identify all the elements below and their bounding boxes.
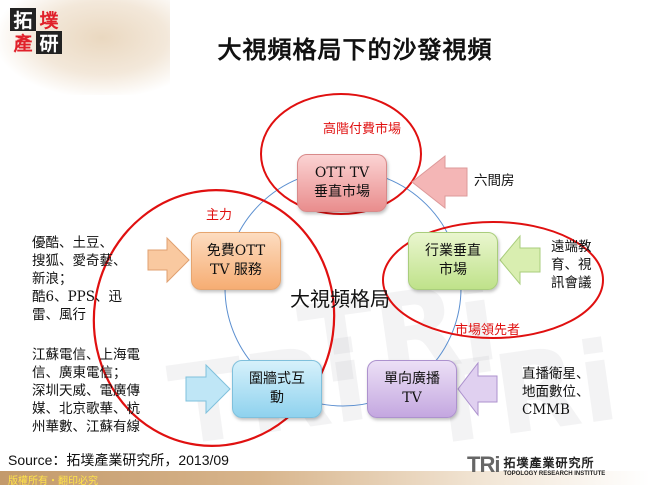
arrow-left-icon [411,154,468,210]
source-line: 育、視 [551,257,592,273]
logo: 拓 墣 產 研 [10,8,62,55]
node-line: 垂直市場 [314,184,370,200]
source-line: 信、廣東電信； [32,365,127,381]
node-line: TV [402,390,422,406]
copyright-text: 版權所有・翻印必究 [8,476,98,487]
node-line: 免費OTT [206,243,266,259]
source-line: 遠端教 [551,239,592,255]
group-ellipse-main [92,189,336,447]
arrow-right-icon [185,363,231,415]
group-ellipse-premium [260,93,422,215]
source-line: 酷6、PPS、迅 [32,289,123,305]
brand-mark-text: TRi [467,452,500,477]
logo-char: 產 [13,33,33,55]
center-label: 大視頻格局 [290,287,390,311]
source-line: 雷、風行 [32,307,86,323]
arrow-right-icon [147,236,190,284]
brand-mark: TRi [467,452,500,478]
source-line: 搜狐、愛奇藝、 [32,253,127,269]
source-line: 深圳天威、電廣傳 [32,383,140,399]
source-line: 訊會議 [551,275,592,291]
group-label-leader: 市場領先者 [455,323,521,338]
node-line: 動 [270,390,284,406]
source-text-industry: 遠端教 育、視 訊會議 [551,238,592,292]
arrow-left-icon [499,234,541,286]
logo-char: 拓 [10,8,36,32]
source-text-free: 優酷、土豆、 搜狐、愛奇藝、 新浪； 酷6、PPS、迅 雷、風行 [32,234,127,324]
source-citation: Source：拓墣產業研究所，2013/09 [8,452,229,468]
source-line: 地面數位、 [522,384,590,400]
brand-name-en: TOPOLOGY RESEARCH INSTITUTE [503,470,606,477]
source-line: 直播衛星、 [522,366,590,382]
group-label-main: 主力 [206,208,233,223]
node-line: 行業垂直 [425,243,481,259]
node-ott-tv: OTT TV 垂直市場 [297,154,387,212]
source-text-ott: 六間房 [474,172,515,190]
source-line: CMMB [522,402,570,418]
arrow-left-icon [457,361,498,417]
source-line: 優酷、土豆、 [32,235,113,251]
logo-char: 研 [36,31,62,55]
brand-logo: TRi 拓墣產業研究所 TOPOLOGY RESEARCH INSTITUTE [467,452,605,478]
group-ellipse-leader [382,221,604,339]
node-broadcast: 單向廣播 TV [367,360,457,418]
node-line: 單向廣播 [384,371,440,387]
page-title: 大視頻格局下的沙發視頻 [217,35,493,64]
source-line: 州華數、江蘇有線 [32,419,140,435]
source-line: 新浪； [32,271,73,287]
node-line: OTT TV [314,165,370,181]
node-line: TV 服務 [210,262,262,278]
group-label-premium: 高階付費市場 [323,122,402,137]
source-text-walled: 江蘇電信、上海電 信、廣東電信； 深圳天威、電廣傳 媒、北京歌華、杭 州華數、江… [32,346,140,436]
footer-bar [0,471,650,485]
source-line: 六間房 [474,173,515,189]
source-line: 江蘇電信、上海電 [32,347,140,363]
logo-char: 墣 [39,10,59,32]
node-free-ott: 免費OTT TV 服務 [191,232,281,290]
node-line: 市場 [439,262,467,278]
brand-name-cn: 拓墣產業研究所 [503,455,595,470]
source-text-broadcast: 直播衛星、 地面數位、 CMMB [522,365,590,419]
node-walled-garden: 圍牆式互動 [232,360,322,418]
node-line: 圍牆式互 [249,371,305,387]
source-line: 媒、北京歌華、杭 [32,401,140,417]
node-industry: 行業垂直市場 [408,232,498,290]
